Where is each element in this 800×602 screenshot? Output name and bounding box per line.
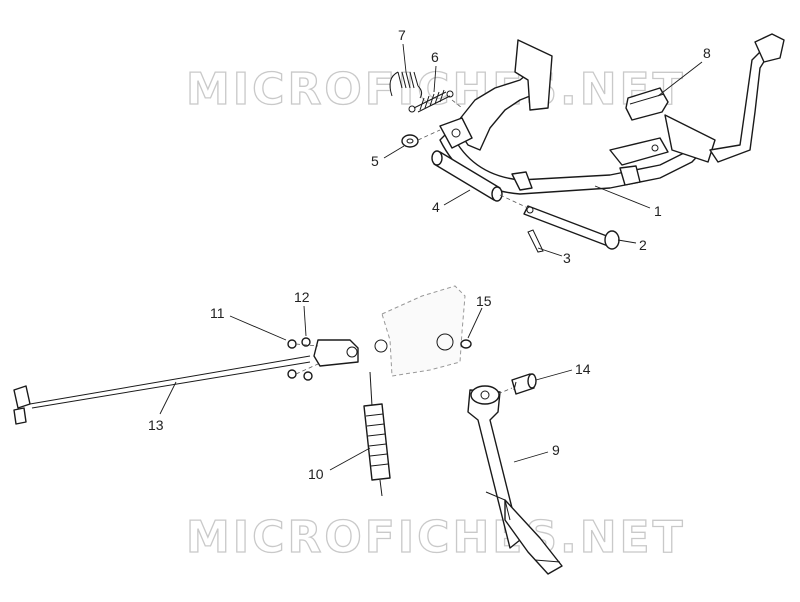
assembly-line <box>417 129 441 141</box>
part-1-center-stand <box>439 33 785 195</box>
watermark-bottom: MICROFICHES.NET <box>186 512 686 563</box>
part-9-side-stand <box>467 385 563 575</box>
callout-12: 12 <box>294 289 310 305</box>
assembly-line <box>497 387 513 395</box>
part-8-rubber-pad <box>625 87 669 121</box>
mounting-bracket-ghost <box>374 285 471 377</box>
callout-14: 14 <box>575 361 591 377</box>
part-2-pin <box>523 205 620 250</box>
callout-5: 5 <box>371 153 379 169</box>
callout-10: 10 <box>308 466 324 482</box>
callout-2: 2 <box>639 237 647 253</box>
callout-4: 4 <box>432 199 440 215</box>
callout-8: 8 <box>703 45 711 61</box>
part-6-spring <box>408 89 454 113</box>
leader-lines <box>159 43 703 471</box>
part-7-spring <box>389 71 423 99</box>
callout-1: 1 <box>654 203 662 219</box>
callout-3: 3 <box>563 250 571 266</box>
assembly-line <box>295 343 319 347</box>
assembly-line <box>451 99 463 109</box>
part-5-washer <box>401 134 419 148</box>
callout-9: 9 <box>552 442 560 458</box>
part-10-spring <box>363 371 391 497</box>
part-4-bushing <box>431 150 503 202</box>
part-14-bolt <box>511 373 537 395</box>
callout-15: 15 <box>476 293 492 309</box>
callout-11: 11 <box>210 305 225 321</box>
callout-6: 6 <box>431 49 439 65</box>
part-13-switch-cable <box>13 339 359 425</box>
callout-13: 13 <box>148 417 164 433</box>
part-15-plug <box>460 339 472 349</box>
assembly-line <box>499 194 529 209</box>
part-12-nut <box>301 337 313 381</box>
part-3-cotter-pin <box>527 229 544 253</box>
callout-7: 7 <box>398 27 406 43</box>
